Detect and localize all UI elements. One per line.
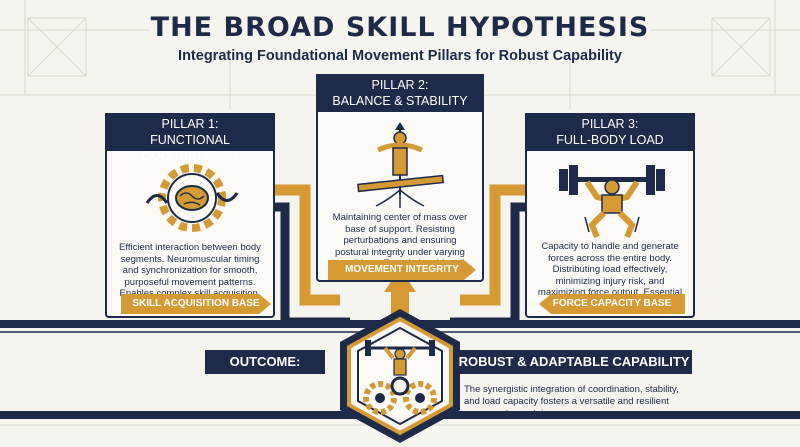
weightlifter-icon bbox=[559, 165, 665, 239]
hexagon-lifter-gears-icon bbox=[340, 309, 460, 443]
pillar-1-description: Efficient interaction between body segme… bbox=[119, 242, 261, 299]
pillar-3-card: PILLAR 3: FULL-BODY LOAD Capacity to han… bbox=[525, 113, 695, 318]
pillar-1-heading: PILLAR 1: bbox=[161, 117, 219, 131]
pillar-3-name: FULL-BODY LOAD bbox=[556, 133, 664, 147]
pillar-1-tag: SKILL ACQUISITION BASE bbox=[121, 294, 271, 314]
pillar-1-header: PILLAR 1: FUNCTIONAL COORDINATION bbox=[105, 113, 275, 163]
page-subtitle: Integrating Foundational Movement Pillar… bbox=[178, 48, 622, 64]
outcome-description: The synergistic integration of coordinat… bbox=[464, 384, 679, 419]
balance-figure-icon bbox=[357, 122, 445, 208]
pillar-2-tag: MOVEMENT INTEGRITY bbox=[328, 260, 476, 280]
brain-gear-icon bbox=[145, 164, 239, 232]
page-title: THE BROAD SKILL HYPOTHESIS bbox=[150, 12, 650, 43]
pillar-2-name: BALANCE & STABILITY bbox=[332, 94, 468, 108]
pillar-3-tag: FORCE CAPACITY BASE bbox=[539, 294, 685, 314]
pillar-3-heading: PILLAR 3: bbox=[581, 117, 639, 131]
pillar-1-name: FUNCTIONAL COORDINATION bbox=[141, 133, 239, 163]
pillar-1-card: PILLAR 1: FUNCTIONAL COORDINATION Effici… bbox=[105, 113, 275, 318]
pillar-2-header: PILLAR 2: BALANCE & STABILITY bbox=[316, 74, 484, 112]
outcome-title: ROBUST & ADAPTABLE CAPABILITY bbox=[456, 350, 692, 374]
pillar-3-header: PILLAR 3: FULL-BODY LOAD bbox=[525, 113, 695, 151]
outcome-label: OUTCOME: bbox=[205, 350, 325, 374]
pillar-2-heading: PILLAR 2: bbox=[371, 78, 429, 92]
pillar-2-card: PILLAR 2: BALANCE & STABILITY Maintainin… bbox=[316, 74, 484, 282]
